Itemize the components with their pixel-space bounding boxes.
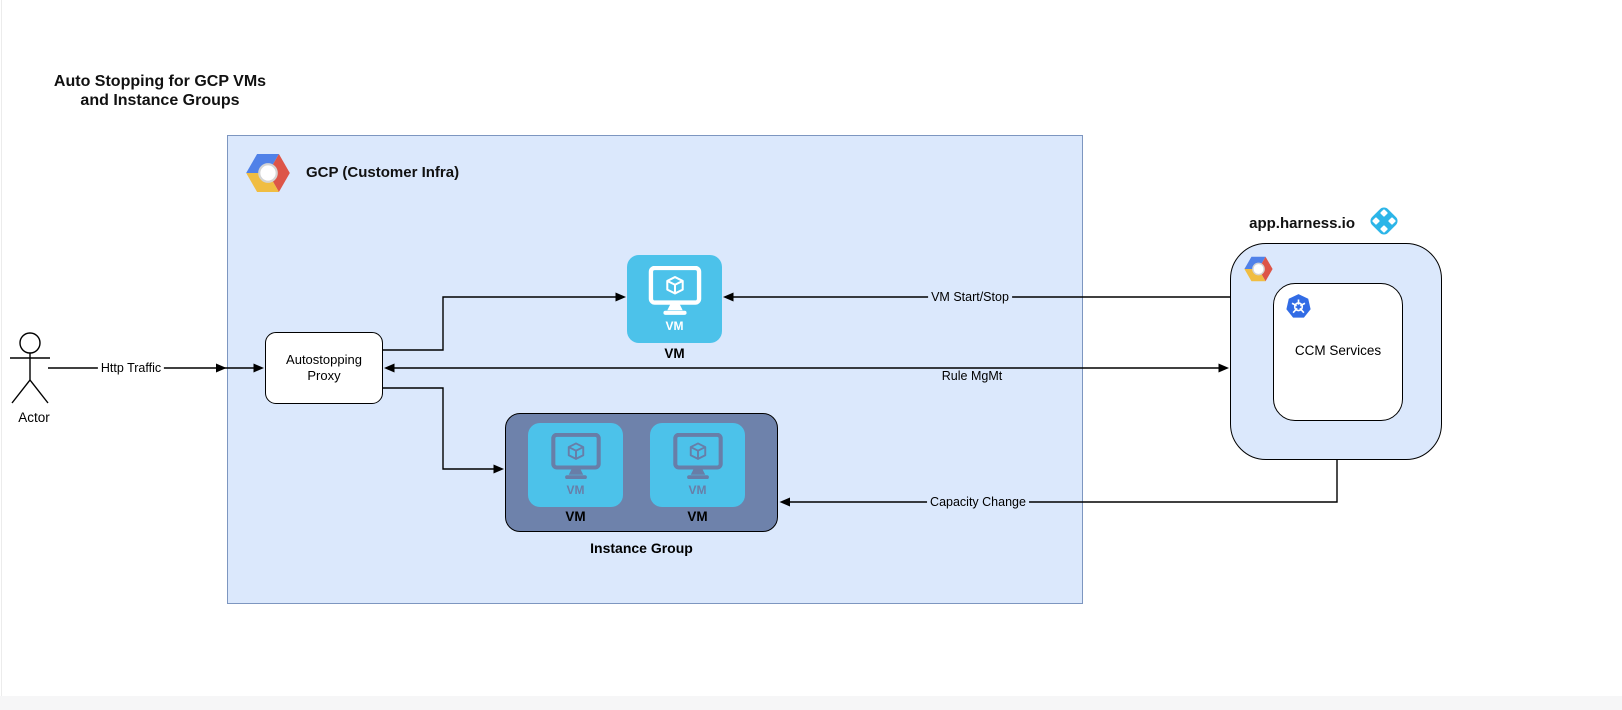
- vm-icon-text: VM: [688, 483, 707, 497]
- gcp-logo-icon: [245, 152, 291, 194]
- edge-label-capacity-change: Capacity Change: [927, 495, 1029, 509]
- actor-figure: [10, 332, 50, 404]
- ccm-services-node: CCM Services: [1273, 283, 1403, 421]
- gcp-logo-icon-small: [1243, 256, 1274, 282]
- kubernetes-icon: [1285, 293, 1312, 319]
- instance-group-vm-2-caption: VM: [687, 509, 708, 524]
- instance-group-vm-1: VM: [528, 423, 623, 507]
- instance-group-vm-2: VM: [650, 423, 745, 507]
- harness-box: CCM Services: [1230, 243, 1442, 460]
- window-left-edge: [1, 0, 2, 700]
- instance-group-vm-1-caption: VM: [565, 509, 586, 524]
- autostopping-proxy-node: Autostopping Proxy: [265, 332, 383, 404]
- diagram-title-line1: Auto Stopping for GCP VMs: [53, 73, 267, 90]
- vm-icon-text: VM: [566, 483, 585, 497]
- edge-label-vm-start-stop: VM Start/Stop: [928, 290, 1012, 304]
- ccm-services-label: CCM Services: [1294, 343, 1382, 358]
- actor-label: Actor: [18, 410, 50, 425]
- harness-title: app.harness.io: [1249, 215, 1355, 232]
- harness-logo-icon: [1368, 205, 1400, 237]
- diagram-title: Auto Stopping for GCP VMs and Instance G…: [30, 72, 290, 110]
- instance-group-caption: Instance Group: [590, 540, 693, 556]
- vm-caption: VM: [664, 346, 685, 361]
- vm-node: VM: [627, 255, 722, 343]
- instance-group-node: VM VM VM VM: [505, 413, 778, 532]
- proxy-label-line1: Autostopping: [286, 352, 362, 367]
- vm-monitor-icon: [667, 433, 729, 482]
- vm-monitor-icon: [642, 266, 708, 318]
- diagram-title-line2: and Instance Groups: [80, 92, 240, 109]
- edge-label-http-traffic: Http Traffic: [97, 361, 165, 375]
- gcp-box-label: GCP (Customer Infra): [306, 164, 460, 181]
- window-bottom-edge: [0, 696, 1622, 710]
- vm-monitor-icon: [545, 433, 607, 482]
- proxy-label-line2: Proxy: [307, 368, 341, 383]
- vm-icon-text: VM: [665, 318, 684, 333]
- edge-label-rule-mgmt: Rule MgMt: [938, 369, 1006, 383]
